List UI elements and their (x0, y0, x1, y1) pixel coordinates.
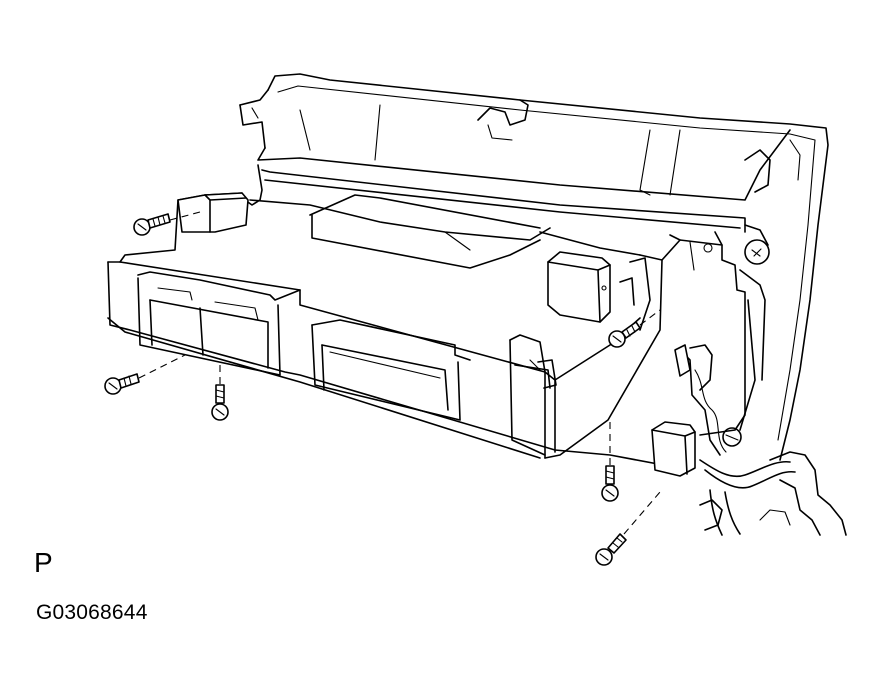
bezel-screw-hole (744, 239, 770, 265)
upper-cube-connector (547, 251, 611, 323)
screw-2-guide (138, 354, 186, 379)
left-cube-connector (177, 192, 249, 233)
screw-4 (608, 321, 641, 348)
screw-6 (595, 533, 627, 566)
screw-6-guide (623, 491, 661, 535)
center-connector-block (311, 319, 471, 421)
figure-id: G03068644 (36, 601, 148, 624)
screw-5 (601, 465, 619, 502)
view-label: P (34, 547, 53, 578)
screw-4-guide (639, 309, 661, 326)
screw-1 (133, 213, 171, 236)
wiring-harness (674, 344, 847, 536)
left-connector-block (137, 271, 301, 376)
rear-bezel (239, 73, 829, 461)
mounting-screws (104, 211, 661, 566)
screw-1-guide (169, 211, 201, 221)
screw-3 (211, 384, 229, 421)
screw-2 (104, 373, 140, 395)
control-unit-assembly (107, 164, 746, 477)
lower-right-cube (651, 421, 696, 477)
